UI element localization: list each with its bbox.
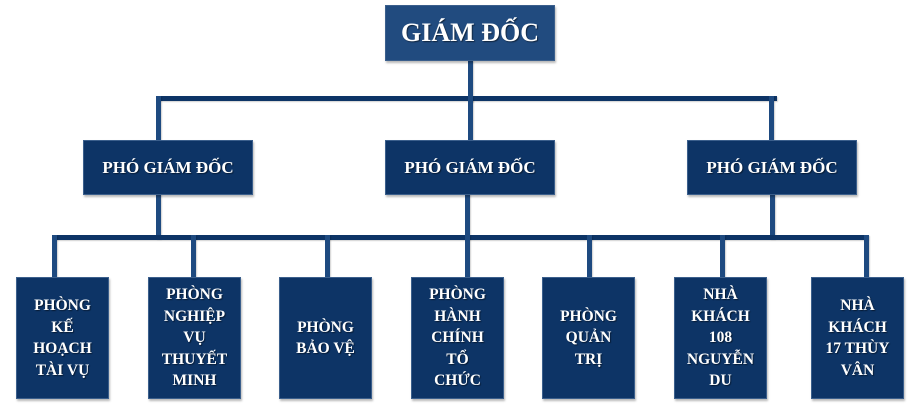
deputy-director-label: PHÓ GIÁM ĐỐC [404,157,536,177]
connector-dept-5 [587,235,592,278]
department-label: PHÒNG NGHIỆP VỤ THUYẾT MINH [161,286,228,390]
department-label: NHÀ KHÁCH 17 THÙY VÂN [825,297,890,379]
department-box-tour-guide: PHÒNG NGHIỆP VỤ THUYẾT MINH [148,277,241,399]
guesthouse-box-17-thuy-van: NHÀ KHÁCH 17 THÙY VÂN [811,277,904,399]
connector-dept-2 [191,235,196,278]
connector-deputy-3-down [770,194,775,239]
deputy-director-box-2: PHÓ GIÁM ĐỐC [385,140,555,195]
department-label: PHÒNG BẢO VỆ [296,318,355,358]
guesthouse-box-108-nguyen-du: NHÀ KHÁCH 108 NGUYỄN DU [674,277,767,399]
connector-root-down [468,60,473,102]
department-box-management: PHÒNG QUẢN TRỊ [542,277,635,399]
connector-deputies-bar [156,96,777,101]
deputy-director-label: PHÓ GIÁM ĐỐC [706,157,838,177]
connector-deputy-3-up [769,96,774,141]
connector-dept-7 [864,235,869,278]
director-box: GIÁM ĐỐC [385,5,555,61]
department-label: PHÒNG HÀNH CHÍNH TỔ CHỨC [429,286,486,390]
deputy-director-box-3: PHÓ GIÁM ĐỐC [687,140,857,195]
connector-dept-4 [465,235,470,278]
deputy-director-label: PHÓ GIÁM ĐỐC [102,157,234,177]
department-label: PHÒNG KẾ HOẠCH TÀI VỤ [33,297,92,379]
connector-deputy-2-up [468,96,473,141]
connector-dept-1 [52,235,57,278]
connector-deputy-2-down [465,194,470,239]
department-box-planning-finance: PHÒNG KẾ HOẠCH TÀI VỤ [16,277,109,399]
connector-deputy-1-up [156,96,161,141]
department-label: PHÒNG QUẢN TRỊ [560,307,617,368]
connector-dept-3 [325,235,330,278]
department-box-administration: PHÒNG HÀNH CHÍNH TỔ CHỨC [411,277,504,399]
connector-departments-bar [52,235,868,240]
connector-dept-6 [720,235,725,278]
connector-deputy-1-down [156,194,161,239]
department-label: NHÀ KHÁCH 108 NGUYỄN DU [686,286,755,390]
deputy-director-box-1: PHÓ GIÁM ĐỐC [83,140,253,195]
department-box-security: PHÒNG BẢO VỆ [279,277,372,399]
director-label: GIÁM ĐỐC [401,18,539,47]
